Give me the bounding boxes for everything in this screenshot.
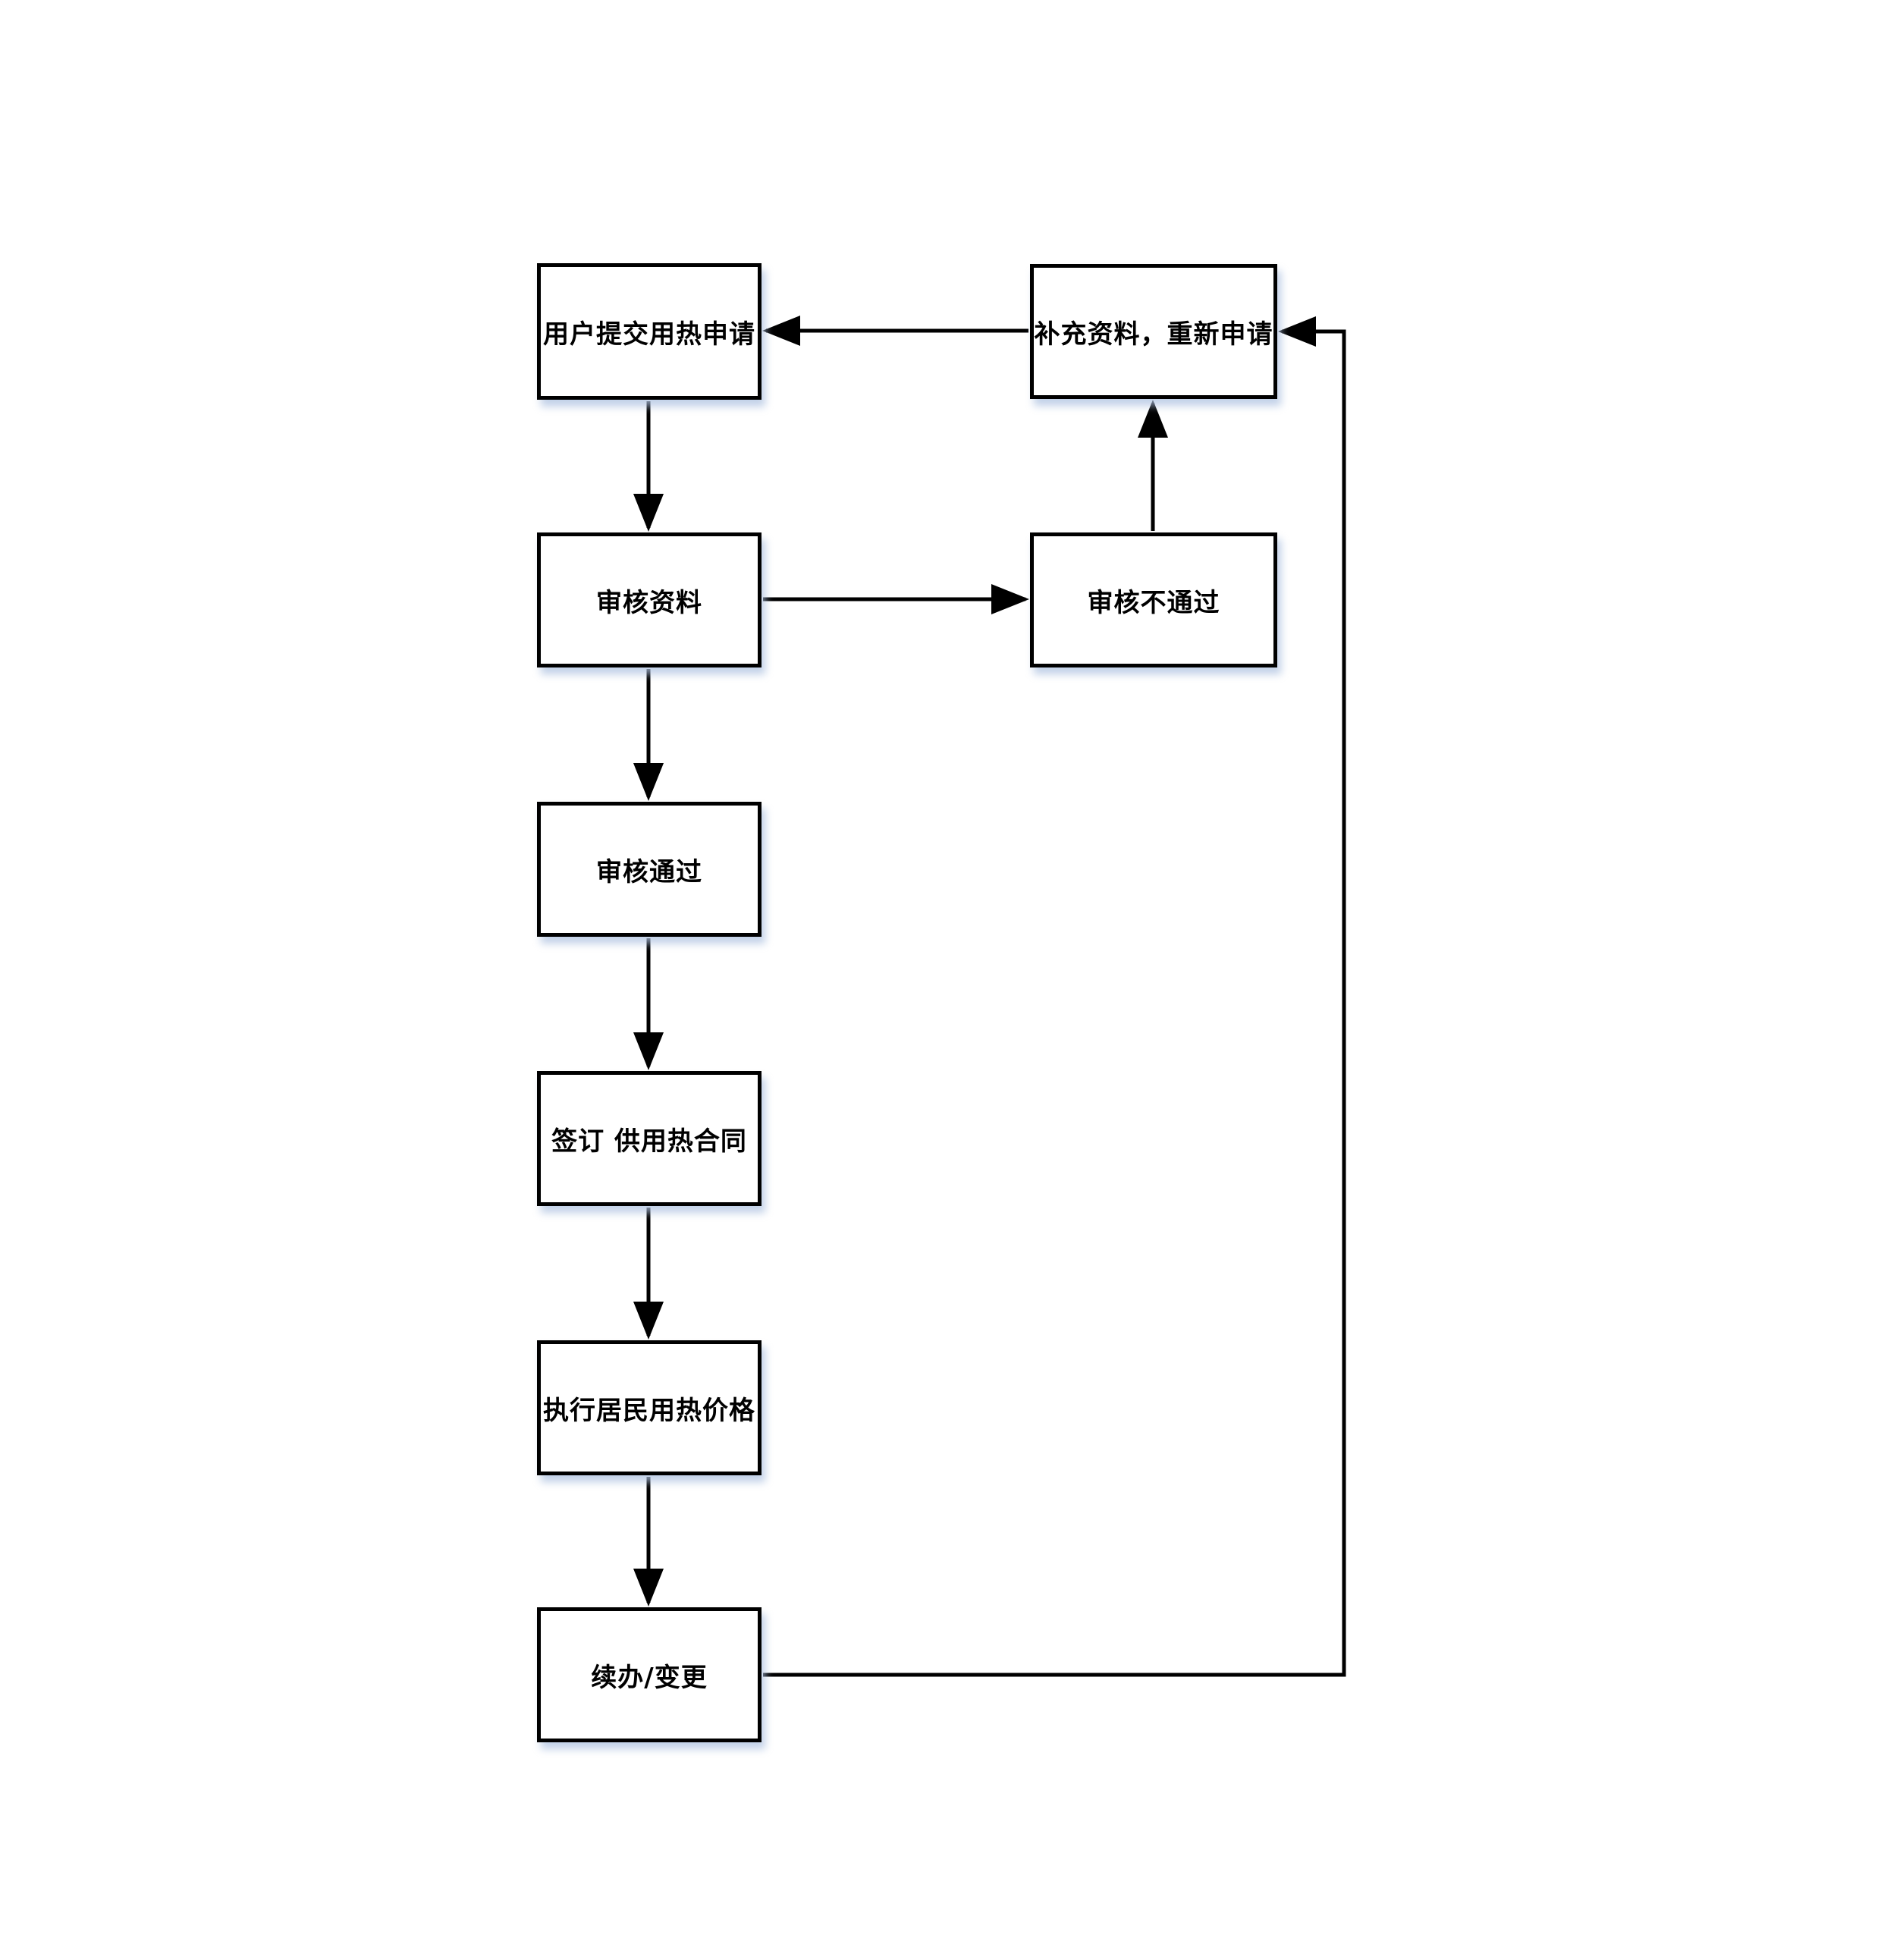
node-sign-contract: 签订 供用热合同 bbox=[537, 1071, 762, 1206]
node-renew-change-label: 续办/变更 bbox=[591, 1662, 708, 1693]
node-renew-change: 续办/变更 bbox=[537, 1607, 762, 1742]
node-review-passed-label: 审核通过 bbox=[596, 856, 702, 887]
node-submit-application-label: 用户提交用热申请 bbox=[543, 319, 755, 350]
node-supplement-reapply: 补充资料，重新申请 bbox=[1030, 264, 1277, 399]
node-review-rejected: 审核不通过 bbox=[1030, 532, 1277, 667]
node-submit-application: 用户提交用热申请 bbox=[537, 263, 762, 400]
edge-renew-to-supplement bbox=[763, 316, 1346, 1677]
node-residential-price: 执行居民用热价格 bbox=[537, 1340, 762, 1475]
node-review-rejected-label: 审核不通过 bbox=[1087, 587, 1220, 618]
node-residential-price-label: 执行居民用热价格 bbox=[543, 1395, 755, 1426]
node-review-materials: 审核资料 bbox=[537, 532, 762, 667]
node-review-passed: 审核通过 bbox=[537, 802, 762, 937]
node-sign-contract-label: 签订 供用热合同 bbox=[551, 1126, 747, 1157]
node-supplement-reapply-label: 补充资料，重新申请 bbox=[1034, 319, 1273, 350]
node-review-materials-label: 审核资料 bbox=[596, 587, 702, 618]
